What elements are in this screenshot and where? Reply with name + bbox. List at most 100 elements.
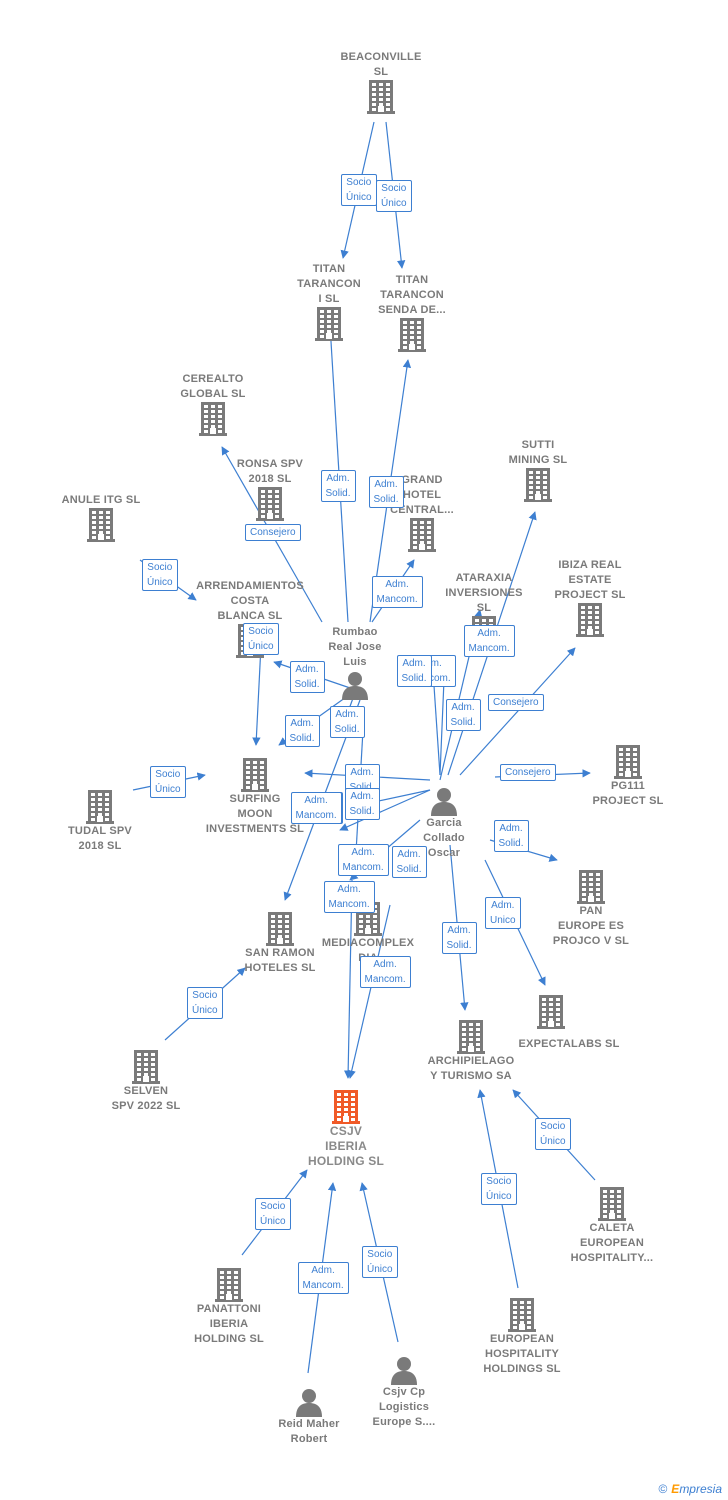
node-label: GRAND HOTEL CENTRAL... xyxy=(390,474,454,516)
node-label: ARCHIPIELAGO Y TURISMO SA xyxy=(427,1055,515,1082)
node-csjvcp[interactable]: Csjv Cp Logistics Europe S.... xyxy=(344,1355,464,1430)
edge-label[interactable]: Adm. Solid. xyxy=(329,706,365,738)
node-csjv[interactable]: CSJV IBERIA HOLDING SL xyxy=(286,1090,406,1169)
copyright-symbol: © xyxy=(658,1482,668,1496)
edge-label[interactable]: Adm. Solid. xyxy=(391,846,427,878)
building-icon xyxy=(256,487,284,521)
edge-label[interactable]: Adm. Mancom. xyxy=(323,881,375,913)
node-european[interactable]: EUROPEAN HOSPITALITY HOLDINGS SL xyxy=(462,1298,582,1377)
edge-line xyxy=(459,647,576,776)
edge-label[interactable]: Adm. Solid. xyxy=(284,715,320,747)
node-garcia[interactable]: Garcia Collado Oscar xyxy=(384,786,504,861)
edge-label[interactable]: Socio Único xyxy=(243,623,279,655)
building-icon xyxy=(266,912,294,946)
edge-label[interactable]: Adm. Solid. xyxy=(445,699,481,731)
edge-label[interactable]: Adm. Unico xyxy=(485,897,521,929)
edge-label[interactable]: Adm. Solid. xyxy=(368,476,404,508)
building-icon xyxy=(315,307,343,341)
edge-label[interactable]: Socio Único xyxy=(362,1246,398,1278)
person-icon xyxy=(391,1357,417,1385)
person-icon xyxy=(431,788,457,816)
node-label: CALETA EUROPEAN HOSPITALITY... xyxy=(570,1222,654,1264)
node-selven[interactable]: SELVEN SPV 2022 SL xyxy=(86,1050,206,1114)
node-panattoni[interactable]: PANATTONI IBERIA HOLDING SL xyxy=(169,1268,289,1347)
edge-label[interactable]: Socio Único xyxy=(150,766,186,798)
building-icon xyxy=(215,1268,243,1302)
edge-label[interactable]: Adm. Solid. xyxy=(344,788,380,820)
edge-label[interactable]: Adm. Mancom. xyxy=(297,1262,349,1294)
building-icon xyxy=(398,318,426,352)
building-icon xyxy=(332,1090,360,1124)
node-label: TUDAL SPV 2018 SL xyxy=(68,825,132,852)
edge-label[interactable]: Socio Único xyxy=(341,174,377,206)
edge-label[interactable]: Adm. Solid. xyxy=(396,655,432,687)
edge-label[interactable]: Adm. Mancom. xyxy=(463,625,515,657)
node-label: BEACONVILLE SL xyxy=(340,51,422,78)
node-label: CEREALTO GLOBAL SL xyxy=(180,373,246,400)
node-grand[interactable]: GRAND HOTEL CENTRAL... xyxy=(362,473,482,552)
node-label: SURFING MOON INVESTMENTS SL xyxy=(205,793,305,835)
node-label: Rumbao Real Jose Luis xyxy=(328,626,382,668)
building-icon xyxy=(87,508,115,542)
edge-label[interactable]: Socio Único xyxy=(187,987,223,1019)
node-beaconville[interactable]: BEACONVILLE SL xyxy=(321,50,441,114)
node-label: EUROPEAN HOSPITALITY HOLDINGS SL xyxy=(483,1333,561,1375)
node-label: ATARAXIA INVERSIONES SL xyxy=(445,572,523,614)
building-icon xyxy=(408,518,436,552)
edge-label[interactable]: Socio Único xyxy=(255,1198,291,1230)
edge-label[interactable]: Consejero xyxy=(488,693,544,711)
edge-label[interactable]: Socio Único xyxy=(535,1118,571,1150)
node-rumbao[interactable]: Rumbao Real Jose Luis xyxy=(295,625,415,700)
edge-label[interactable]: Socio Único xyxy=(142,559,178,591)
edge-label[interactable]: Adm. Solid. xyxy=(320,470,356,502)
node-expectalabs[interactable]: EXPECTALABS SL xyxy=(519,995,697,1050)
edge-label[interactable]: Consejero xyxy=(500,763,556,781)
building-icon xyxy=(241,758,269,792)
node-label: TITAN TARANCON I SL xyxy=(297,263,361,305)
node-tudal[interactable]: TUDAL SPV 2018 SL xyxy=(40,790,160,854)
node-archipielago[interactable]: ARCHIPIELAGO Y TURISMO SA xyxy=(411,1020,531,1084)
node-pg111[interactable]: PG111 PROJECT SL xyxy=(568,745,688,809)
edge-label[interactable]: Adm. Solid. xyxy=(493,820,529,852)
edge-label[interactable]: Consejero xyxy=(245,523,301,541)
node-pan[interactable]: PAN EUROPE ES PROJCO V SL xyxy=(531,870,651,949)
node-label: PG111 PROJECT SL xyxy=(592,780,664,807)
node-surfing[interactable]: SURFING MOON INVESTMENTS SL xyxy=(195,758,315,837)
node-label: PANATTONI IBERIA HOLDING SL xyxy=(194,1303,264,1345)
edge-label[interactable]: Socio Único xyxy=(376,180,412,212)
node-label: ANULE ITG SL xyxy=(61,494,141,506)
building-icon xyxy=(614,745,642,779)
node-anule[interactable]: ANULE ITG SL xyxy=(41,493,161,542)
node-titan2[interactable]: TITAN TARANCON SENDA DE... xyxy=(352,273,472,352)
node-cerealto[interactable]: CEREALTO GLOBAL SL xyxy=(153,372,273,436)
node-sutti[interactable]: SUTTI MINING SL xyxy=(478,438,598,502)
building-icon xyxy=(508,1298,536,1332)
node-label: CSJV IBERIA HOLDING SL xyxy=(308,1124,384,1168)
node-sanramon[interactable]: SAN RAMON HOTELES SL xyxy=(220,912,340,976)
node-titan1[interactable]: TITAN TARANCON I SL xyxy=(269,262,389,341)
edge-label[interactable]: Adm. Mancom. xyxy=(371,576,423,608)
edge-label[interactable]: Adm. Solid. xyxy=(289,661,325,693)
building-icon xyxy=(367,80,395,114)
edge-label[interactable]: Adm. Mancom. xyxy=(337,844,389,876)
edge-label[interactable]: Adm. Solid. xyxy=(441,922,477,954)
node-reid[interactable]: Reid Maher Robert xyxy=(249,1387,369,1447)
building-icon xyxy=(577,870,605,904)
node-ronsa[interactable]: RONSA SPV 2018 SL xyxy=(210,457,330,521)
node-label: IBIZA REAL ESTATE PROJECT SL xyxy=(554,559,626,601)
node-label: SAN RAMON HOTELES SL xyxy=(244,947,316,974)
footer-brand: ©Empresia xyxy=(658,1482,722,1496)
edge-label[interactable]: Adm. Mancom. xyxy=(290,792,342,824)
building-icon xyxy=(576,603,604,637)
node-label: EXPECTALABS SL xyxy=(518,1038,620,1050)
node-ibiza[interactable]: IBIZA REAL ESTATE PROJECT SL xyxy=(530,558,650,637)
edge-line xyxy=(339,789,431,831)
edge-label[interactable]: Socio Único xyxy=(481,1173,517,1205)
building-icon xyxy=(86,790,114,824)
edge-label[interactable]: Adm. Mancom. xyxy=(359,956,411,988)
building-icon xyxy=(132,1050,160,1084)
node-label: ARRENDAMIENTOS COSTA BLANCA SL xyxy=(196,580,304,622)
node-label: RONSA SPV 2018 SL xyxy=(236,458,304,485)
node-caleta[interactable]: CALETA EUROPEAN HOSPITALITY... xyxy=(552,1187,672,1266)
building-icon xyxy=(537,995,565,1029)
